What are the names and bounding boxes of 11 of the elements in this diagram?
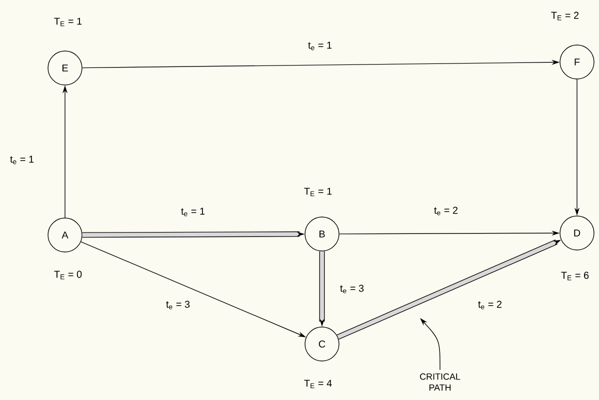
event-time-label: T$_{E}$ = 1 [304, 188, 332, 196]
edge-label: t$_{e}$ = 3 [338, 284, 366, 294]
event-time-label: T$_{E}$ = 4 [304, 380, 332, 388]
event-time-label: T$_{E}$ = 0 [54, 270, 82, 280]
event-time-label: T$_{E}$ = 2 [551, 12, 579, 20]
callout-text: CRITICAL PATH [420, 373, 460, 391]
event-time-label: T$_{E}$ = 6 [561, 272, 589, 280]
edge-label: t$_{e}$ = 2 [432, 206, 460, 216]
edge-label: t$_{e}$ = 3 [164, 300, 192, 310]
edge-label: t$_{e}$ = 2 [476, 300, 504, 310]
event-time-label: T$_{E}$ = 1 [54, 18, 82, 26]
